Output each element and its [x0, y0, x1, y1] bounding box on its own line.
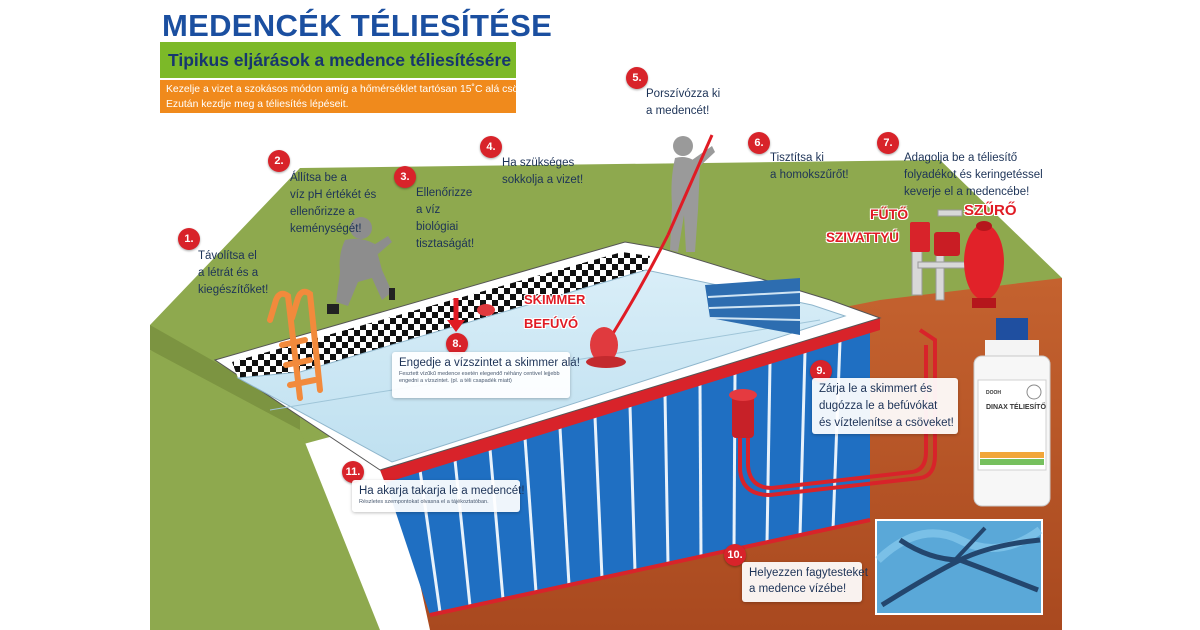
- step-line: Porszívózza ki: [646, 88, 721, 100]
- step-badge: 2.: [268, 150, 290, 172]
- step-line: a medencét!: [646, 105, 710, 117]
- step-main-text: Ha akarja takarja le a medencét!: [359, 485, 525, 497]
- page-title: MEDENCÉK TÉLIESÍTÉSE: [162, 8, 553, 43]
- step-line: a homokszűrőt!: [770, 169, 849, 181]
- step-card: Engedje a vízszintet a skimmer alá! Fesz…: [392, 352, 580, 398]
- step-badge: 4.: [480, 136, 502, 158]
- vacuum-pole: [666, 134, 714, 236]
- step-text: Távolítsa el a létrát és a kiegészítőket…: [198, 248, 268, 299]
- step-line: és víztelenítse a csöveket!: [819, 417, 954, 429]
- step-line: sokkolja a vizet!: [502, 174, 584, 186]
- step-line: Adagolja be a téliesítő: [904, 152, 1018, 164]
- step-line: folyadékot és keringetéssel: [904, 169, 1043, 181]
- step-badge: 1.: [178, 228, 200, 250]
- step-text: Ellenőrizze a víz biológiai tisztaságát!: [416, 185, 474, 253]
- skimmer-arrow-icon: [447, 320, 465, 332]
- step-badge: 8.: [446, 333, 468, 355]
- step-line: biológiai: [416, 221, 459, 233]
- product-brand: DOOH: [986, 390, 1001, 396]
- step-note: Részletes szempontokat olvasna el a tájé…: [359, 499, 489, 505]
- step-main-text: Engedje a vízszintet a skimmer alá!: [399, 357, 580, 369]
- person-testing-icon: [336, 217, 392, 306]
- step-card: Zárja le a skimmert és dugózza le a befú…: [812, 378, 958, 434]
- tile-band: [232, 252, 650, 378]
- soil-left: [150, 350, 380, 630]
- step-note: engedni a vízszintet. (pl. a téli csapad…: [399, 378, 512, 384]
- step-line: keverje el a medencébe!: [904, 186, 1030, 198]
- step-badge: 6.: [748, 132, 770, 154]
- filter-tank-icon: [964, 224, 1004, 300]
- heater-icon: [910, 222, 930, 252]
- intro-line: Ezután kezdje meg a téliesítés lépéseit.: [166, 99, 349, 110]
- inlet-label: BEFÚVÓ: [524, 316, 579, 331]
- step-line: tisztaságát!: [416, 238, 475, 250]
- step-badge: 7.: [877, 132, 899, 154]
- step-text: Adagolja be a téliesítő folyadékot és ke…: [904, 150, 1043, 201]
- filter-label: SZŰRŐ: [964, 202, 1017, 219]
- step-text: Állítsa be a víz pH értékét és ellenőriz…: [290, 170, 376, 238]
- step-line: Távolítsa el: [198, 250, 257, 262]
- heater-label: FŰTŐ: [870, 206, 909, 222]
- step-line: a létrát és a: [198, 267, 259, 279]
- step-line: Zárja le a skimmert és: [819, 383, 933, 395]
- step-text: Tisztítsa ki a homokszűrőt!: [770, 150, 849, 184]
- intro-line: Kezelje a vizet a szokásos módon amíg a …: [166, 84, 544, 95]
- skimmer-label: SKIMMER: [524, 292, 586, 307]
- step-badge: 9.: [810, 360, 832, 382]
- wall-beam: [380, 318, 880, 483]
- step-badge: 3.: [394, 166, 416, 188]
- subtitle-banner: Tipikus eljárások a medence téliesítésér…: [160, 42, 516, 78]
- step-line: ellenőrizze a: [290, 206, 355, 218]
- step-line: keménységét!: [290, 223, 362, 235]
- step-badge: 11.: [342, 461, 364, 483]
- step-line: a víz: [416, 204, 441, 216]
- step-line: víz pH értékét és: [290, 189, 377, 201]
- skimmer-body: [732, 392, 754, 438]
- step-line: a medence vízébe!: [749, 583, 847, 595]
- step-card: Ha akarja takarja le a medencét! Részlet…: [352, 480, 525, 512]
- step-line: Helyezzen fagytesteket: [749, 567, 868, 579]
- step-line: dugózza le a befúvókat: [819, 400, 938, 412]
- equipment-station: [910, 209, 1004, 308]
- vacuum-head-icon: [590, 327, 618, 363]
- plumbing-pipes: [738, 328, 937, 498]
- step-text: Porszívózza ki a medencét!: [646, 86, 720, 120]
- intro-box: Kezelje a vizet a szokásos módon amíg a …: [160, 80, 544, 113]
- ladder-icon: [267, 288, 323, 401]
- step-badge: 5.: [626, 67, 648, 89]
- vacuum-hose: [610, 234, 670, 336]
- step-line: Ha szükséges: [502, 157, 575, 169]
- step-line: kiegészítőket!: [198, 284, 269, 296]
- step-line: Állítsa be a: [290, 172, 347, 184]
- frost-bodies-photo: [875, 519, 1043, 615]
- step-badge: 10.: [724, 544, 746, 566]
- pump-label: SZIVATTYÚ: [826, 230, 899, 245]
- step-card: Helyezzen fagytesteket a medence vízébe!: [742, 562, 868, 602]
- pump-icon: [934, 232, 960, 256]
- step-line: Ellenőrizze: [416, 187, 473, 199]
- product-bottle-icon: [973, 318, 1051, 507]
- step-note: Fesztett vízűkű medence esetén elegendő …: [399, 371, 560, 377]
- inlet-icon: [477, 304, 495, 316]
- product-name: DINAX TÉLIESÍTŐ: [986, 404, 1046, 411]
- step-line: Tisztítsa ki: [770, 152, 824, 164]
- step-text: Ha szükséges sokkolja a vizet!: [502, 155, 583, 189]
- lawn-edge: [150, 325, 300, 430]
